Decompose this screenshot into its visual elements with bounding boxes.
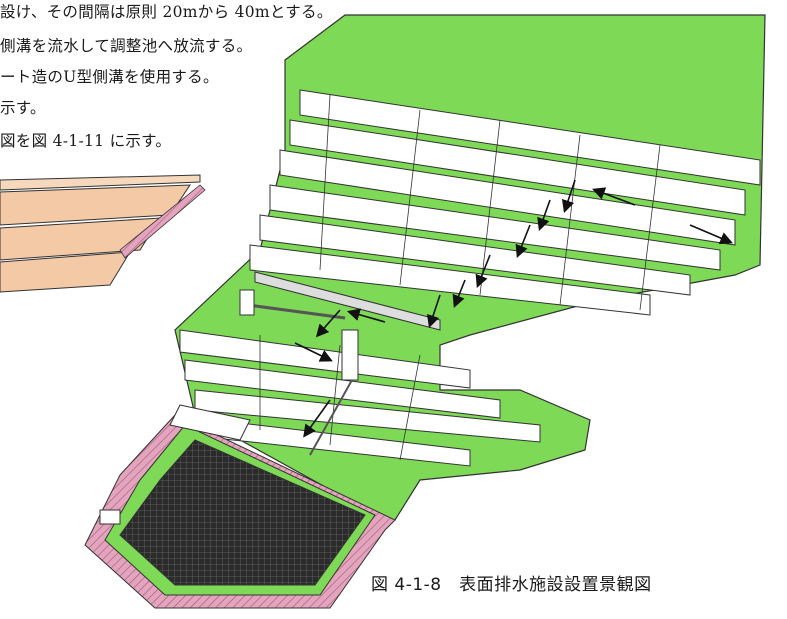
figure-caption: 図 4-1-8 表面排水施設設置景観図 bbox=[371, 575, 652, 595]
drain-pipe bbox=[239, 271, 441, 456]
body-text-line-2: 側溝を流水して調整池へ放流する。 bbox=[0, 37, 253, 55]
body-text-line-4: 示す。 bbox=[0, 99, 46, 117]
body-text-line-1: 設け、その間隔は原則 20mから 40mとする。 bbox=[0, 3, 333, 21]
body-text-line-3: ート造のU型側溝を使用する。 bbox=[0, 68, 219, 86]
body-text-line-5: 図を図 4-1-11 に示す。 bbox=[0, 132, 172, 150]
terrace-dividers bbox=[259, 94, 661, 461]
flow-arrows bbox=[294, 179, 733, 438]
retention-pond bbox=[84, 404, 396, 609]
adjacent-figure-fragment bbox=[0, 174, 206, 293]
